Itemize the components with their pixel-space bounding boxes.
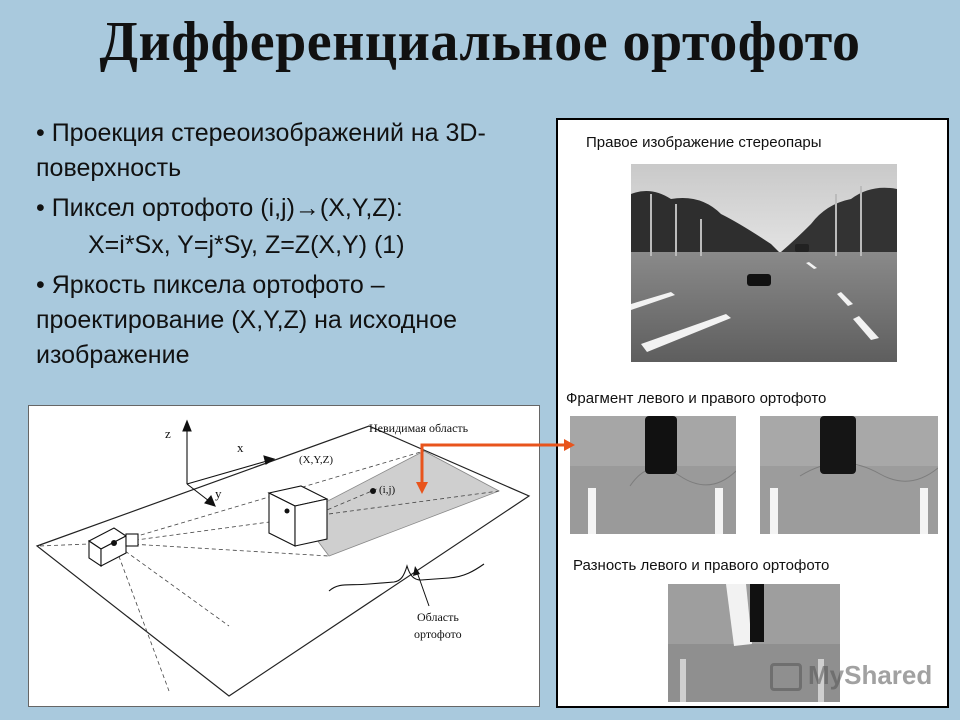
difference-image (668, 584, 840, 702)
axis-z-label: z (165, 426, 171, 441)
right-image-caption: Правое изображение стереопары (586, 134, 822, 151)
bullet-brightness: • Яркость пиксела ортофото – проектирова… (36, 271, 457, 369)
watermark-text: MyShared (808, 660, 933, 690)
ortho-area-label-1: Область (417, 610, 459, 624)
axis-y-label: y (215, 486, 222, 501)
left-orthophoto-fragment (570, 416, 736, 534)
axis-x-label: x (237, 440, 244, 455)
fragment-caption: Фрагмент левого и правого ортофото (566, 390, 827, 407)
voxel-box (267, 485, 329, 547)
difference-caption: Разность левого и правого ортофото (573, 557, 830, 574)
formula-line: X=i*Sx, Y=j*Sy, Z=Z(X,Y) (1) (88, 231, 405, 259)
ortho-area-label-2: ортофото (414, 627, 462, 641)
ij-label: (i,j) (379, 484, 396, 496)
projection-diagram: z x y (X,Y,Z) (i,j) Невидимая область Об… (28, 405, 540, 707)
road-photo (631, 164, 897, 362)
axes (182, 419, 276, 507)
invisible-area-label: Невидимая область (369, 421, 469, 435)
right-orthophoto-fragment (760, 416, 938, 534)
watermark-icon (770, 663, 802, 692)
watermark-logo: MyShared (770, 660, 933, 692)
xyz-label: (X,Y,Z) (299, 454, 333, 466)
diagram-drawing: z x y (X,Y,Z) (i,j) Невидимая область Об… (35, 419, 531, 697)
bullet-list: • Проекция стереоизображений на 3D-повер… (36, 116, 536, 373)
bullet-pixel-mapping: • Пиксел ортофото (i,j)→(X,Y,Z): (36, 194, 403, 222)
area-brace (328, 563, 485, 592)
image-panel: Правое изображение стереопары (556, 118, 949, 708)
slide-title: Дифференциальное ортофото (99, 11, 861, 73)
camera-box (87, 527, 139, 568)
bullet-projection: • Проекция стереоизображений на 3D-повер… (36, 119, 486, 182)
